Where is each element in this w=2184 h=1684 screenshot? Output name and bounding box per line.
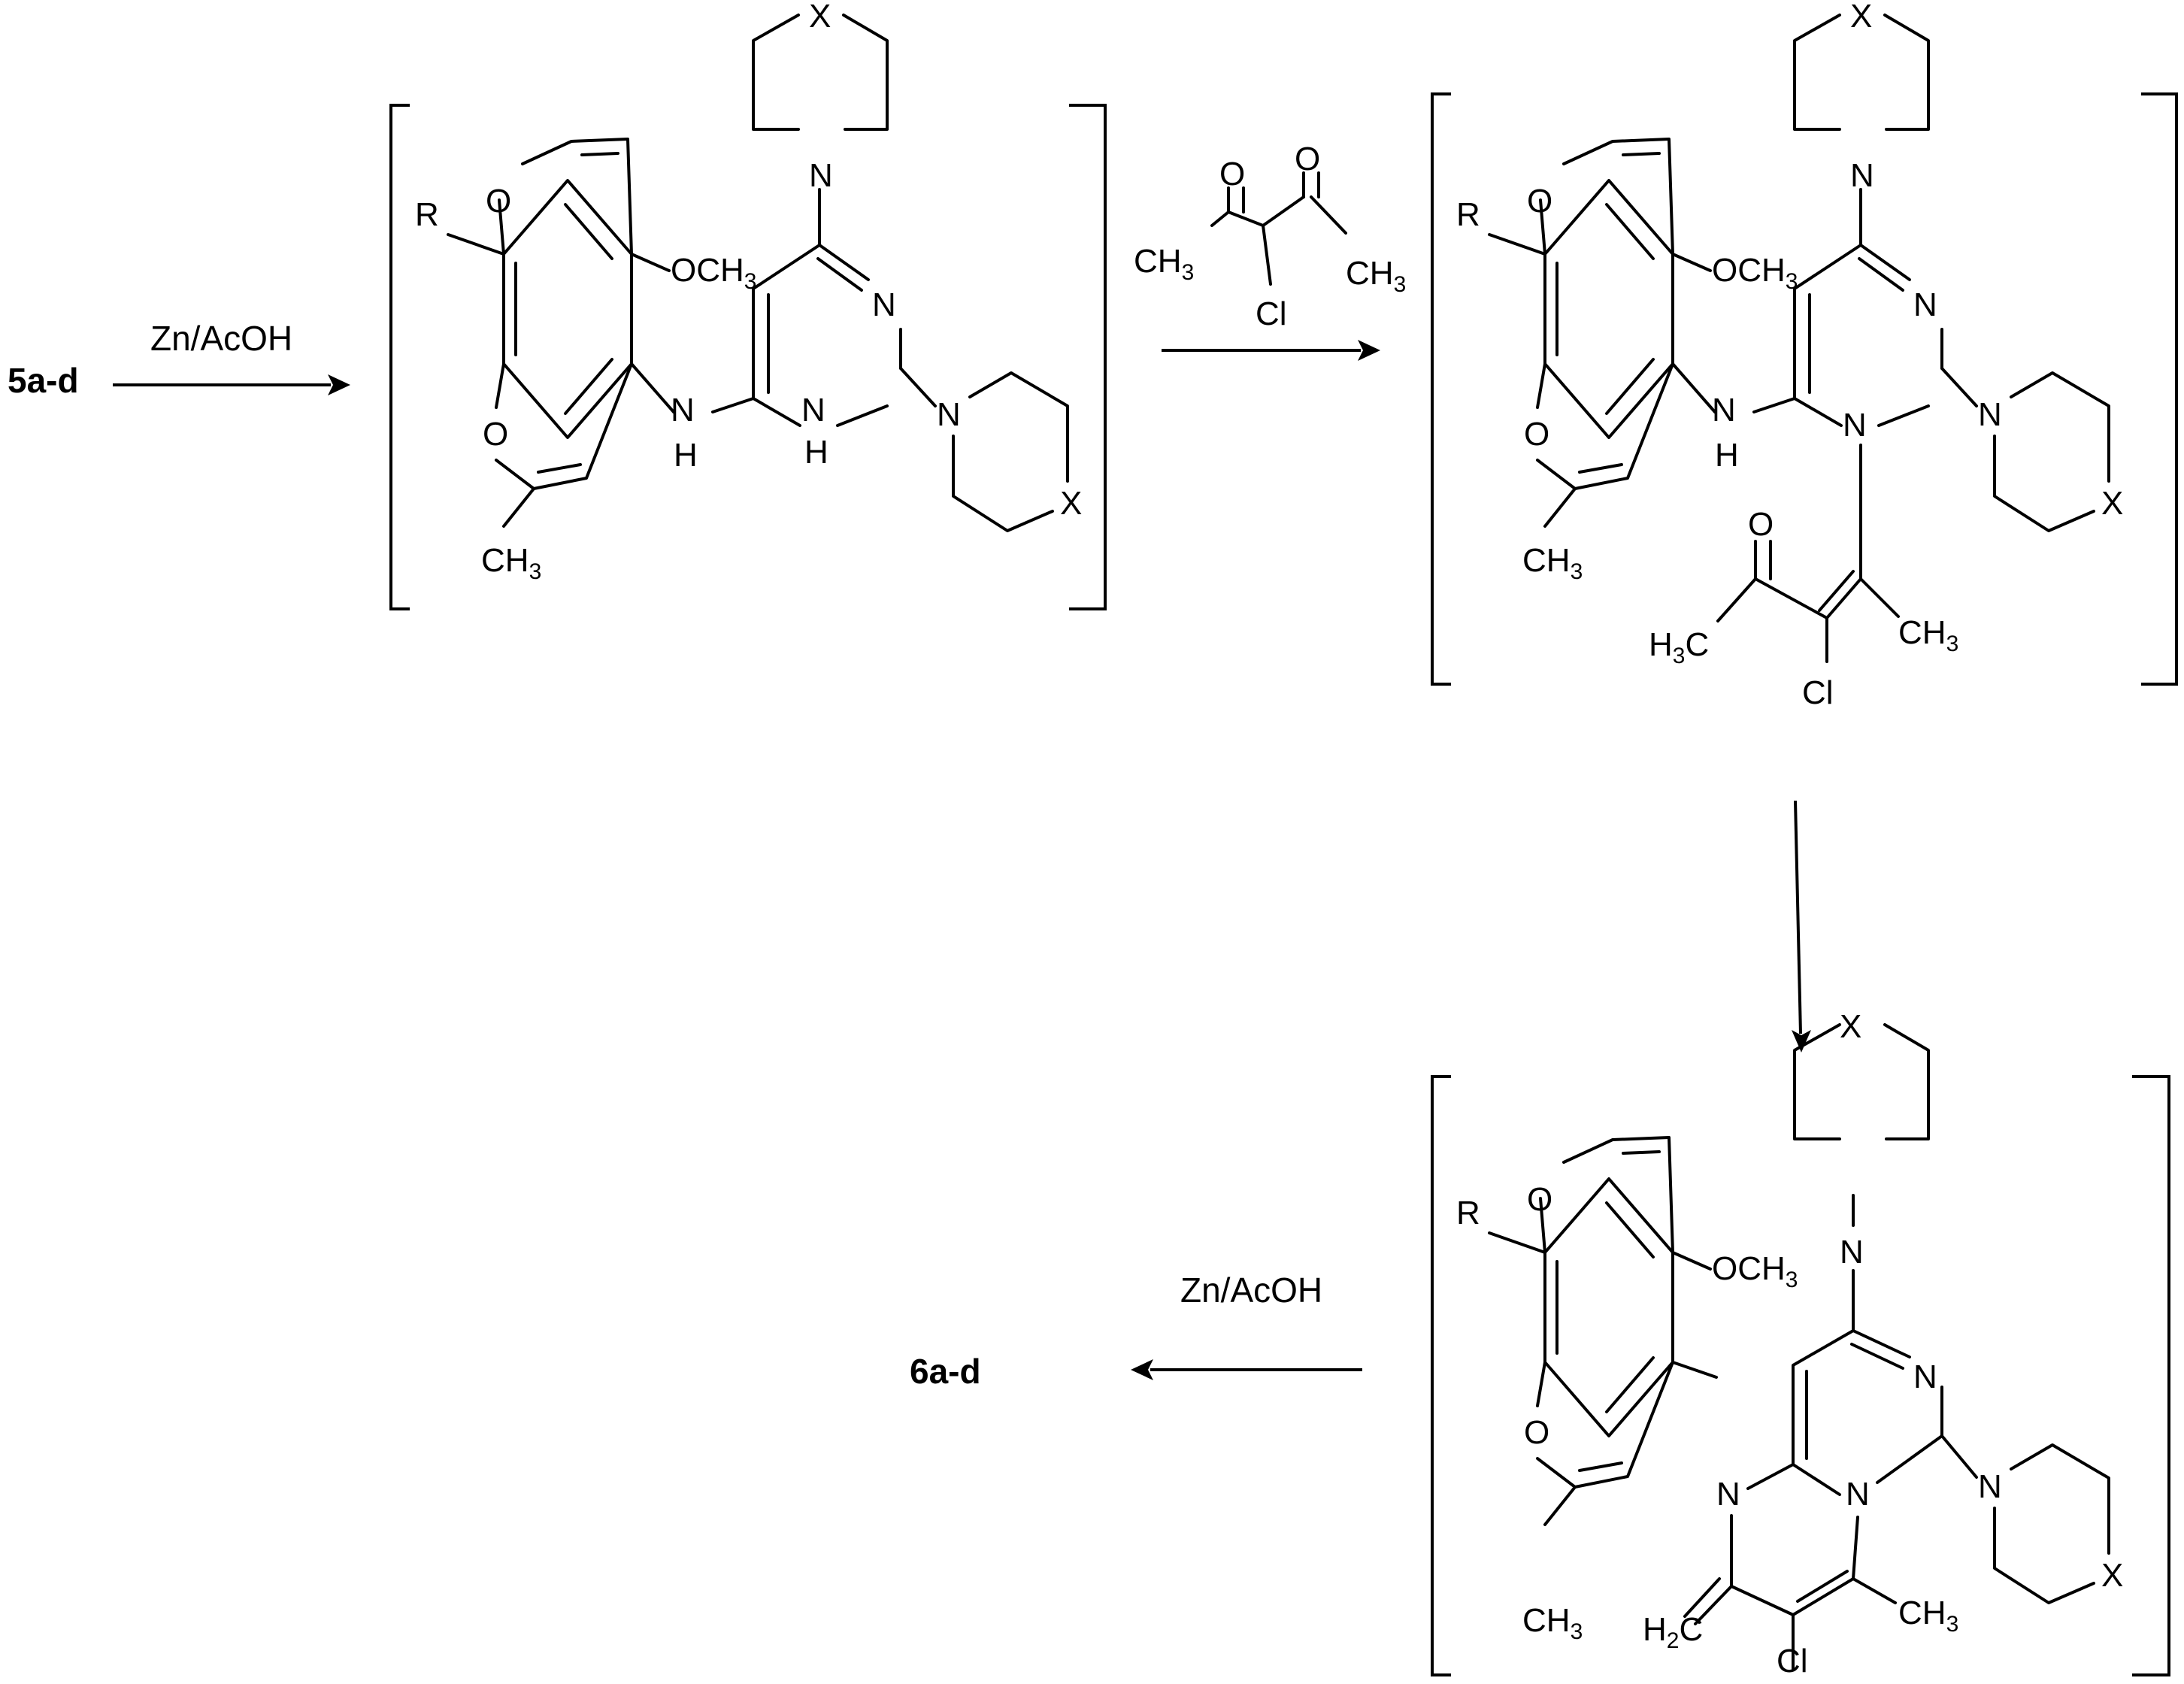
reagent-carbonyl-oxygen-2: O xyxy=(1295,141,1320,177)
step4-reagent: Zn/AcOH xyxy=(1180,1271,1322,1310)
intermediate-2: N H N O H3C CH3 Cl xyxy=(1431,0,2178,711)
bridgehead-nitrogen: N xyxy=(1846,1476,1870,1513)
intermediate-2-left-bracket xyxy=(1431,92,1451,686)
exo-methylene-label: H2C xyxy=(1643,1611,1703,1653)
pyrimidine-n1: N xyxy=(801,392,825,429)
enone-chlorine: Cl xyxy=(1802,674,1834,711)
step2-arrow xyxy=(1162,340,1380,361)
ring-nitrogen: N xyxy=(1716,1476,1740,1513)
reagent-methyl-1: CH3 xyxy=(1134,243,1194,285)
amine-hydrogen-2: H xyxy=(1715,437,1739,474)
enone-methyl-left: H3C xyxy=(1649,626,1709,668)
lower-ring-x-3: X xyxy=(2101,1557,2123,1594)
intermediate-1: N H N H xyxy=(389,0,1107,610)
furan-oxygen-3: O xyxy=(1527,1181,1552,1218)
step4-arrow xyxy=(1131,1359,1362,1380)
methyl-label-3: CH3 xyxy=(1522,1602,1583,1644)
intermediate-2-right-bracket xyxy=(2141,92,2178,686)
start-compound-label[interactable]: 5a-d xyxy=(8,361,79,400)
upper-ring-x-3: X xyxy=(1840,1008,1861,1045)
intermediate-1-right-bracket xyxy=(1069,104,1107,610)
amine-nitrogen-2: N xyxy=(1712,392,1736,429)
reagent-chlorine: Cl xyxy=(1256,295,1287,332)
enone-oxygen: O xyxy=(1748,506,1774,543)
reagent-carbonyl-oxygen-1: O xyxy=(1219,156,1245,192)
product-compound-label[interactable]: 6a-d xyxy=(910,1352,981,1391)
reagent-methyl-2: CH3 xyxy=(1346,255,1406,297)
methoxy-label-3: OCH3 xyxy=(1712,1250,1798,1292)
step1-reagent: Zn/AcOH xyxy=(150,319,292,358)
amine-hydrogen: H xyxy=(674,437,698,474)
chlorodiketone-reagent: O O CH3 CH3 Cl xyxy=(1134,141,1406,332)
ring-methyl-label: CH3 xyxy=(1898,1595,1958,1637)
enone-methyl-right: CH3 xyxy=(1898,614,1958,656)
ring-chlorine: Cl xyxy=(1777,1643,1808,1679)
upper-ring-nitrogen-3: N xyxy=(1840,1234,1864,1271)
intermediate-1-left-bracket xyxy=(389,104,410,610)
pyran-oxygen-3: O xyxy=(1524,1414,1549,1451)
intermediate-3: O O R OCH3 CH3 X N N N N xyxy=(1431,1008,2170,1679)
step1-arrow xyxy=(113,374,350,395)
intermediate-3-left-bracket xyxy=(1431,1075,1451,1676)
pyrimidine-n1-hydrogen: H xyxy=(804,434,828,471)
step3-arrow xyxy=(1792,800,1811,1052)
amine-nitrogen: N xyxy=(671,392,695,429)
intermediate-3-right-bracket xyxy=(2132,1075,2170,1676)
pyrimidine-n1-substituted: N xyxy=(1843,407,1867,444)
pyrimidine-n3-3: N xyxy=(1913,1358,1937,1395)
r-group-3: R xyxy=(1456,1195,1480,1231)
lower-ring-nitrogen-3: N xyxy=(1978,1468,2002,1505)
